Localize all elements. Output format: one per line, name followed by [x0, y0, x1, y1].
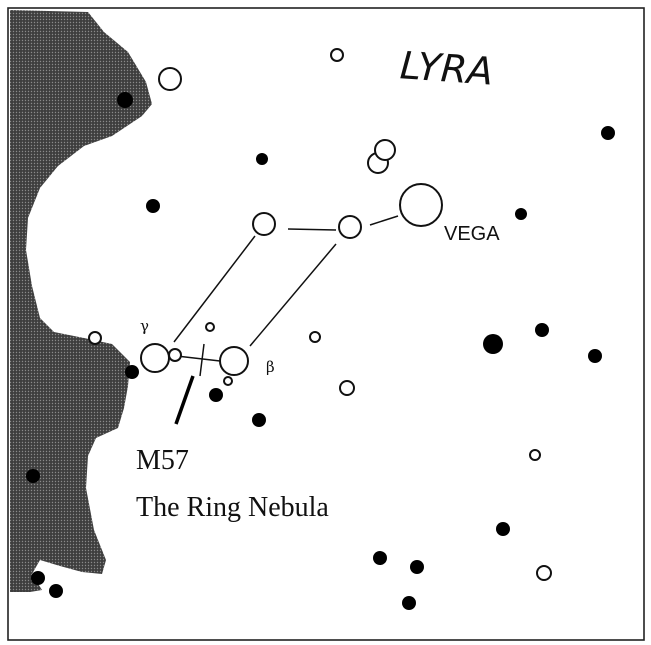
star-top-left: [158, 67, 182, 91]
star-vega: [399, 183, 443, 227]
m57-label: M57: [136, 445, 189, 476]
milky-way-region: [10, 10, 152, 592]
vega-label: VEGA: [444, 223, 500, 245]
dark-star: [125, 365, 139, 379]
line-upper-left-upper-right: [287, 228, 337, 231]
m57-marker: [199, 343, 205, 377]
dark-star: [31, 571, 45, 585]
star-mid-small: [309, 331, 321, 343]
star-beta-below: [223, 376, 233, 386]
star-top-small: [330, 48, 344, 62]
ring-nebula-label: The Ring Nebula: [136, 492, 329, 523]
dark-star: [515, 208, 527, 220]
star-right-small: [529, 449, 541, 461]
gamma-label: γ: [140, 317, 149, 335]
line-gamma-upper-left: [173, 235, 256, 343]
dark-star: [483, 334, 503, 354]
dark-star: [410, 560, 424, 574]
star-beta: [219, 346, 249, 376]
star-upper-right: [338, 215, 362, 239]
dark-star: [256, 153, 268, 165]
star-m57-above: [205, 322, 215, 332]
dark-star: [402, 596, 416, 610]
star-left-small: [88, 331, 102, 345]
line-upper-right-vega: [369, 215, 399, 226]
dark-star: [601, 126, 615, 140]
star-bottom-right: [536, 565, 552, 581]
chart-frame: [7, 7, 645, 641]
m57-pointer: [174, 375, 195, 425]
dark-star: [26, 469, 40, 483]
dark-star: [373, 551, 387, 565]
star-upper-left: [252, 212, 276, 236]
star-gamma-companion: [168, 348, 182, 362]
star-gamma: [140, 343, 170, 373]
dark-star: [209, 388, 223, 402]
dark-star: [117, 92, 133, 108]
constellation-label: LYRA: [399, 43, 495, 93]
star-near-vega-upper: [374, 139, 396, 161]
dark-star: [588, 349, 602, 363]
dark-star: [146, 199, 160, 213]
star-mid-lower: [339, 380, 355, 396]
dark-star: [535, 323, 549, 337]
beta-label: β: [266, 358, 275, 376]
dark-star: [496, 522, 510, 536]
dark-star: [49, 584, 63, 598]
dark-star: [252, 413, 266, 427]
line-upper-right-beta: [249, 243, 337, 347]
